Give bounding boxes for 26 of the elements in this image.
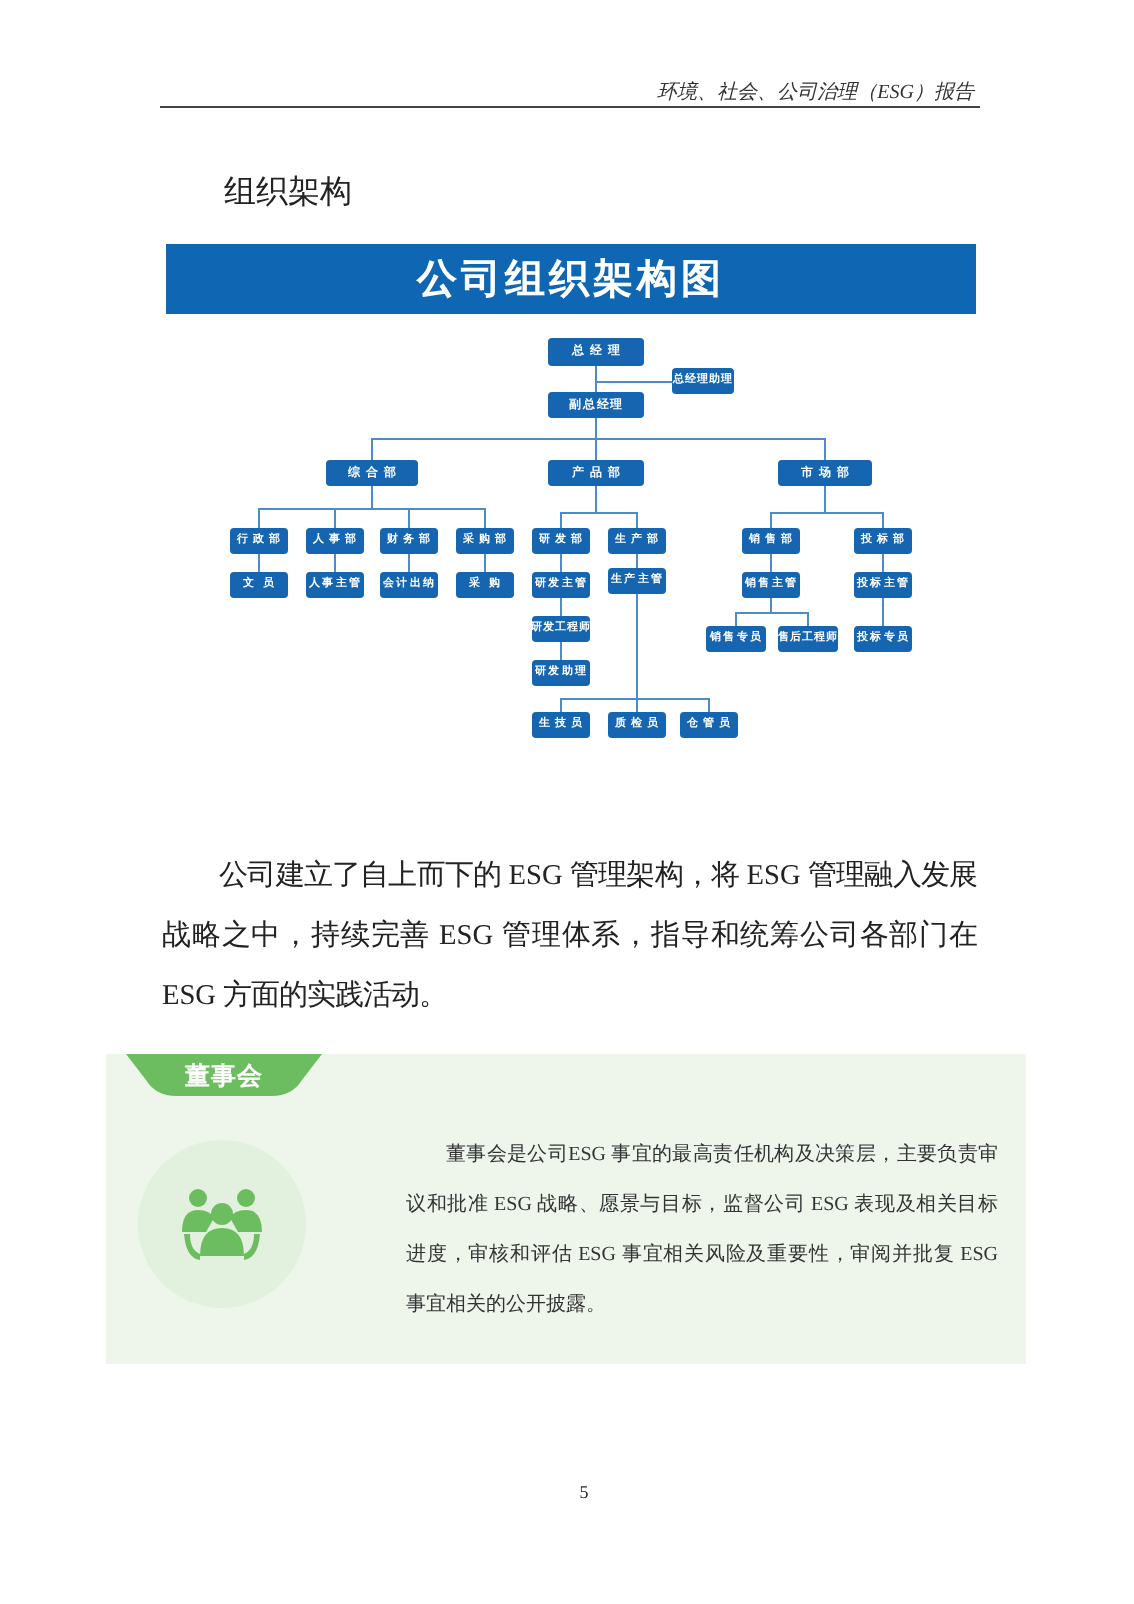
panel-text: 董事会是公司ESG 事宜的最高责任机构及决策层，主要负责审议和批准 ESG 战略、愿景与目标，监督公司 ESG 表现及相关目标进度，审核和评估 ESG 事宜相关风险及重要性，审阅并批复 ESG 事宜相关的公开披露。 <box>406 1141 998 1320</box>
connector-line <box>408 553 410 573</box>
running-header: 环境、社会、公司治理（ESG）报告 <box>655 82 974 106</box>
connector-line <box>484 553 486 573</box>
connector-line <box>258 485 486 529</box>
body-paragraph: 公司建立了自上而下的 ESG 管理架构，将 ESG 管理融入发展战略之中，持续完善 ESG 管理体系，指导和统筹公司各部门在 ESG 方面的实践活动。 <box>162 857 977 1016</box>
connector-line <box>882 597 884 627</box>
connector-line <box>770 485 884 529</box>
connector-line <box>560 485 638 529</box>
connector-line <box>560 593 710 713</box>
connector-line <box>371 417 826 461</box>
connector-line <box>770 553 772 573</box>
section-heading: 组织架构 <box>224 174 352 214</box>
title-banner: 公司组织架构图 <box>166 244 976 314</box>
connector-line <box>735 597 809 627</box>
connector-line <box>334 553 336 573</box>
connector-line <box>595 365 673 393</box>
connector-line <box>560 553 562 573</box>
connector-line <box>636 553 638 569</box>
panel-tab: 董事会 <box>126 1054 322 1096</box>
connector-line <box>560 641 562 661</box>
connector-line <box>258 553 260 573</box>
page-number: 5 <box>577 1482 591 1504</box>
connector-line <box>882 553 884 573</box>
connector-line <box>560 597 562 617</box>
info-panel <box>106 1054 1026 1364</box>
